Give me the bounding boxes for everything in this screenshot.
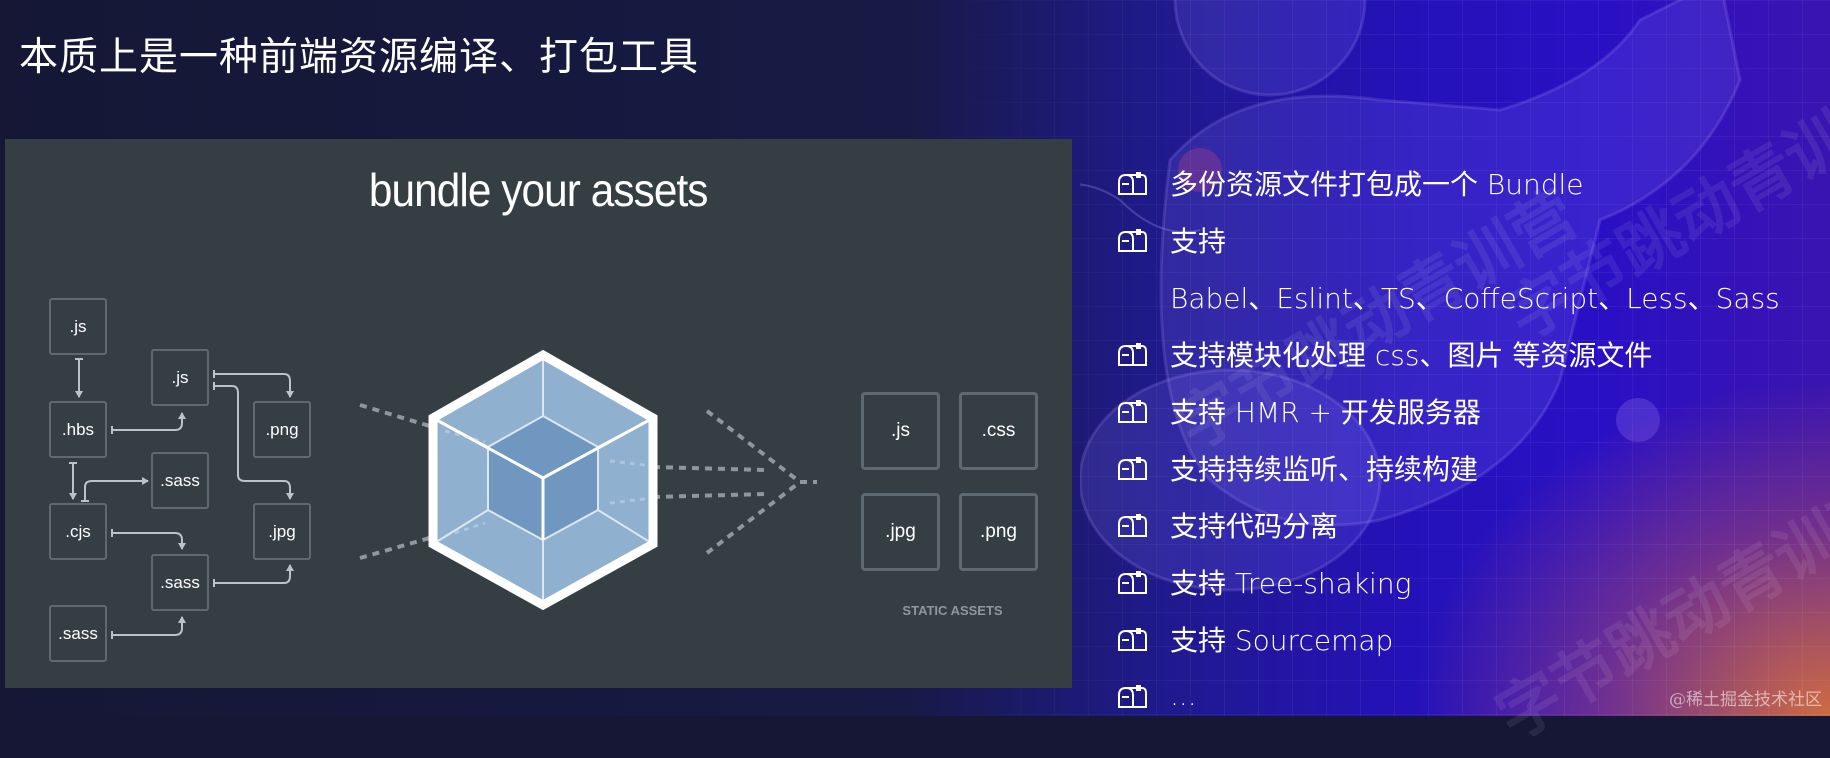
- feature-item: 支持 HMR + 开发服务器: [1116, 382, 1780, 439]
- static-assets-label: STATIC ASSETS: [902, 603, 1003, 618]
- feature-item: ...: [1116, 667, 1780, 724]
- feature-text: Babel、Eslint、TS、CoffeScript、Less、Sass: [1170, 281, 1780, 315]
- file-label: .cjs: [65, 521, 91, 541]
- asset-label: .css: [981, 420, 1016, 441]
- mailbox-icon: [1118, 627, 1147, 651]
- file-label: .sass: [58, 623, 98, 643]
- static-asset-js: .js: [861, 392, 940, 470]
- mailbox-icon: [1118, 399, 1147, 423]
- feature-item: 支持代码分离: [1116, 496, 1780, 553]
- static-asset-jpg: .jpg: [861, 493, 940, 571]
- mailbox-icon: [1118, 570, 1147, 594]
- feature-item-continuation: Babel、Eslint、TS、CoffeScript、Less、Sass: [1116, 268, 1780, 325]
- source-file-sass: .sass: [151, 452, 209, 509]
- feature-list: 多份资源文件打包成一个 Bundle 支持 Babel、Eslint、TS、Co…: [1116, 154, 1780, 724]
- feature-item: 支持持续监听、持续构建: [1116, 439, 1780, 496]
- file-label: .jpg: [268, 521, 296, 541]
- webpack-diagram-panel: bundle your assets: [5, 139, 1072, 688]
- mailbox-icon: [1118, 513, 1147, 537]
- feature-text: 支持 Sourcemap: [1170, 623, 1394, 657]
- feature-text: 支持 HMR + 开发服务器: [1170, 395, 1481, 429]
- source-watermark: @稀土掘金技术社区: [1669, 690, 1822, 710]
- diagram-connectors: [69, 349, 817, 639]
- static-asset-css: .css: [959, 392, 1038, 470]
- slide-title: 本质上是一种前端资源编译、打包工具: [19, 35, 700, 80]
- source-file-jpg: .jpg: [253, 503, 311, 560]
- file-label: .png: [265, 419, 299, 439]
- mailbox-icon: [1118, 228, 1147, 252]
- feature-text: 支持持续监听、持续构建: [1170, 452, 1479, 486]
- feature-item: 多份资源文件打包成一个 Bundle: [1116, 154, 1780, 211]
- feature-item: 支持模块化处理 css、图片 等资源文件: [1116, 325, 1780, 382]
- feature-item: 支持 Tree-shaking: [1116, 553, 1780, 610]
- mailbox-icon: [1118, 456, 1147, 480]
- feature-text: 多份资源文件打包成一个 Bundle: [1170, 167, 1584, 201]
- file-label: .js: [171, 367, 189, 387]
- source-file-js: .js: [151, 349, 209, 406]
- webpack-cube-icon: [428, 349, 658, 611]
- source-file-sass: .sass: [151, 554, 209, 611]
- source-file-png: .png: [253, 401, 311, 458]
- mailbox-icon: [1118, 684, 1147, 708]
- feature-text: 支持代码分离: [1170, 509, 1339, 543]
- mailbox-icon: [1118, 342, 1147, 366]
- asset-label: .png: [980, 521, 1017, 542]
- feature-text: 支持 Tree-shaking: [1170, 566, 1412, 600]
- feature-text: 支持: [1170, 224, 1227, 258]
- asset-label: .jpg: [885, 521, 916, 542]
- file-label: .hbs: [61, 419, 95, 439]
- feature-text: 支持模块化处理 css、图片 等资源文件: [1170, 338, 1653, 372]
- feature-item: 支持: [1116, 211, 1780, 268]
- file-label: .sass: [160, 572, 200, 592]
- source-file-cjs: .cjs: [49, 503, 107, 560]
- file-label: .js: [69, 316, 87, 336]
- source-file-js: .js: [49, 298, 107, 355]
- feature-text: ...: [1170, 679, 1197, 712]
- file-label: .sass: [160, 470, 200, 490]
- mailbox-icon: [1118, 171, 1147, 195]
- static-asset-png: .png: [959, 493, 1038, 571]
- source-file-sass: .sass: [49, 605, 107, 662]
- diagram-title: bundle your assets: [368, 164, 709, 216]
- asset-label: .js: [891, 420, 910, 441]
- source-file-hbs: .hbs: [49, 401, 107, 458]
- feature-item: 支持 Sourcemap: [1116, 610, 1780, 667]
